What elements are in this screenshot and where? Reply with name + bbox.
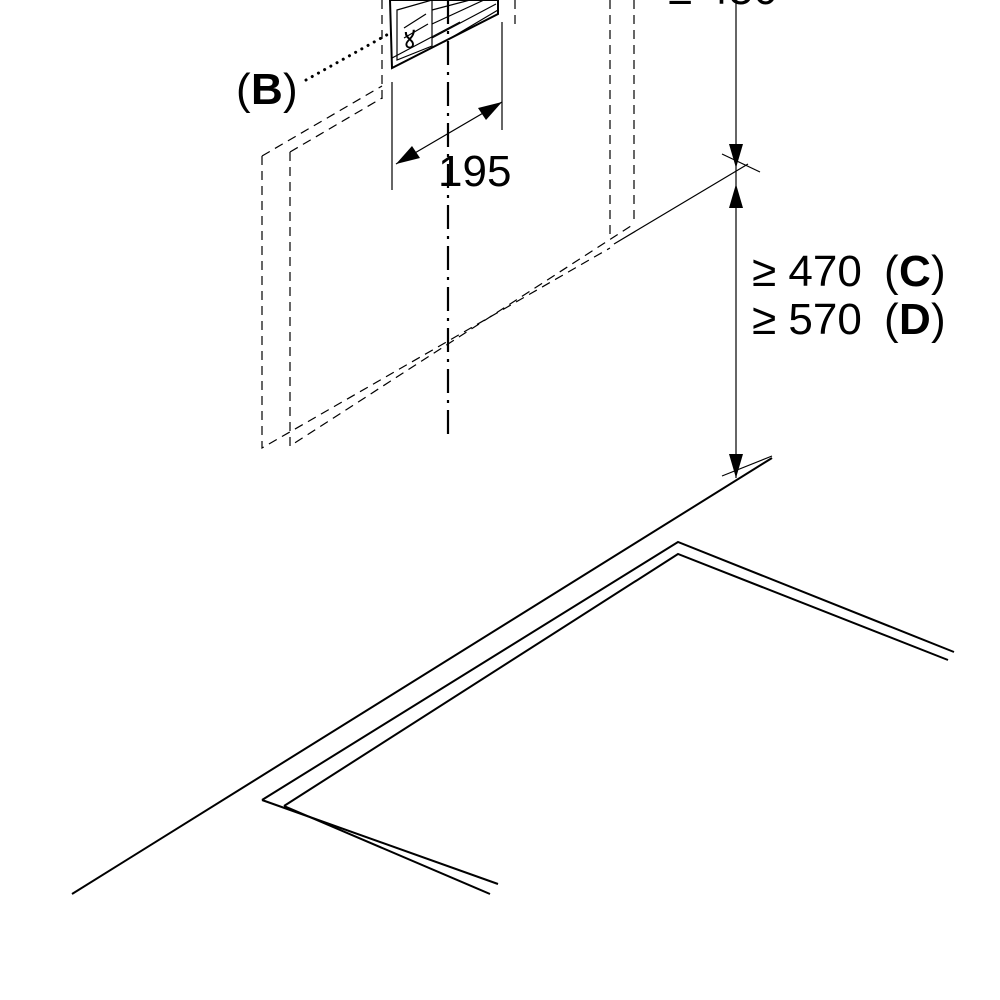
clearance-d-letter: D xyxy=(899,295,931,344)
callout-b-leader xyxy=(304,30,394,82)
svg-text:): ) xyxy=(931,295,946,344)
svg-text:(: ( xyxy=(236,65,251,114)
clearance-d-label: ≥ 570 ( D ) xyxy=(752,295,946,344)
dimension-195 xyxy=(391,22,503,190)
dimension-width-label: 195 xyxy=(438,147,511,196)
svg-text:(: ( xyxy=(884,295,899,344)
clearance-c-letter: C xyxy=(899,247,931,296)
cooktop xyxy=(71,457,955,895)
svg-text:≥ 470: ≥ 470 xyxy=(752,247,862,296)
clearance-c-label: ≥ 470 ( C ) xyxy=(752,247,946,296)
bracket-glyph-icon: ꙋ xyxy=(404,27,415,54)
callout-b: ( B ) xyxy=(236,65,298,114)
wall-bracket: ꙋ xyxy=(388,0,499,70)
svg-text:): ) xyxy=(931,247,946,296)
svg-text:≥ 570: ≥ 570 xyxy=(752,295,862,344)
svg-text:): ) xyxy=(283,65,298,114)
clearance-dimension xyxy=(613,0,773,478)
dimension-top-label: ≥ 450 xyxy=(668,0,778,14)
callout-b-letter: B xyxy=(251,65,283,114)
hood-outline-dashed xyxy=(261,0,635,450)
svg-text:(: ( xyxy=(884,247,899,296)
